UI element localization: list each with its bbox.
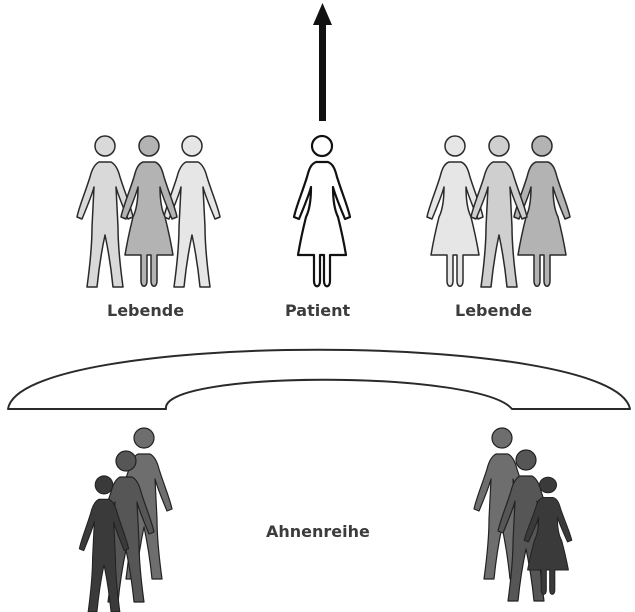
patient-woman-icon [292, 134, 352, 288]
ancestor-man-icon [473, 427, 531, 580]
person-woman-icon [426, 135, 484, 287]
ancestor-man-icon [115, 427, 173, 580]
label-living-left: Lebende [107, 301, 185, 320]
label-living-right: Lebende [455, 301, 533, 320]
ancestor-man-icon [497, 449, 555, 602]
ancestor-man-icon [78, 475, 130, 612]
ancestor-woman-icon [523, 476, 573, 595]
label-ancestors: Ahnenreihe [266, 522, 370, 541]
upward-arrow [313, 3, 332, 121]
person-man-icon [76, 135, 134, 288]
ancestors-right [473, 427, 573, 602]
living-group-left [76, 135, 221, 288]
person-woman-icon [120, 135, 178, 287]
ancestors-left [78, 427, 173, 612]
living-group-right [426, 135, 571, 288]
bridge-arch [7, 348, 631, 410]
label-patient: Patient [285, 301, 351, 320]
ancestor-man-icon [97, 450, 155, 603]
person-man-icon [163, 135, 221, 288]
person-woman-icon [513, 135, 571, 287]
person-man-icon [470, 135, 528, 288]
